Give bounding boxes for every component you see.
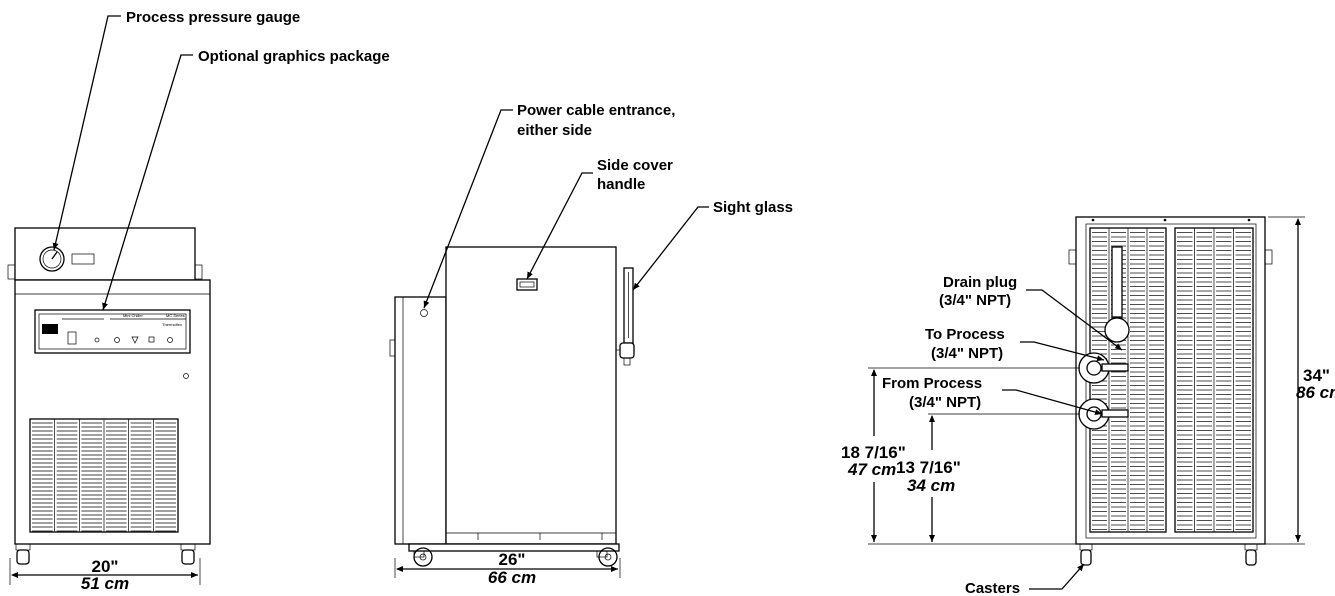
- handle-callout-leader: [526, 172, 593, 280]
- front-caster-right: [180, 543, 196, 565]
- to-callout-leader: [1020, 341, 1105, 362]
- display-window: [42, 324, 58, 334]
- gauge-label-plate: [71, 253, 95, 265]
- front-body: [14, 279, 211, 545]
- to-callout-line2: (3/4" NPT): [931, 345, 1003, 362]
- casters-callout-leader: [1029, 563, 1085, 590]
- side-body: [445, 246, 617, 545]
- side-depth-inches: 26": [499, 550, 526, 569]
- rear-height-inches: 34": [1303, 366, 1330, 385]
- front-caster-left: [15, 543, 31, 565]
- panel-series-text: MC Series: [166, 313, 185, 318]
- sight-glass-callout-label: Sight glass: [713, 199, 793, 216]
- pressure-gauge-icon: [39, 246, 65, 272]
- handle-callout-line2: handle: [597, 176, 645, 193]
- front-width-cm: 51 cm: [81, 574, 129, 593]
- side-depth-cm: 66 cm: [488, 568, 536, 587]
- rear-body: [1075, 216, 1266, 545]
- graphics-callout-leader: [102, 54, 193, 311]
- power-callout-line1: Power cable entrance,: [517, 102, 675, 119]
- panel-maker-text: Thermoflex: [162, 322, 182, 327]
- to-height-cm: 47 cm: [847, 460, 896, 479]
- to-height-inches: 18 7/16": [841, 443, 906, 462]
- drain-callout-leader: [1026, 289, 1123, 351]
- graphics-panel: Mini Chiller MC Series Thermoflex: [34, 309, 191, 354]
- from-height-cm: 34 cm: [907, 476, 955, 495]
- front-left-tab: [7, 264, 16, 280]
- drain-plug: [1104, 317, 1130, 343]
- drain-callout-line1: Drain plug: [943, 274, 1017, 291]
- side-caster-right: [596, 547, 618, 567]
- rear-caster-left: [1079, 543, 1093, 566]
- power-cable-entrance: [420, 309, 428, 317]
- indicator-5: [167, 337, 173, 343]
- power-callout-leader: [423, 109, 513, 309]
- indicator-4: [148, 336, 155, 343]
- front-grille-louvers: [32, 419, 176, 532]
- front-top-panel: [14, 227, 196, 281]
- to-callout-line1: To Process: [925, 326, 1005, 343]
- indicator-1: [94, 337, 100, 343]
- power-callout-line2: either side: [517, 122, 592, 139]
- rear-caster-right: [1244, 543, 1258, 566]
- rear-grille-right-frame: [1174, 227, 1254, 533]
- indicator-3: [131, 336, 139, 344]
- gauge-callout-label: Process pressure gauge: [126, 9, 300, 26]
- front-right-tab: [194, 264, 203, 280]
- rear-view: 34" 86 cm 18 7/16" 47 cm 13 7/16" 34 cm …: [841, 216, 1335, 596]
- front-view: Mini Chiller MC Series Thermoflex 20": [7, 9, 390, 593]
- from-callout-leader: [1002, 389, 1103, 416]
- gauge-callout-leader: [52, 15, 121, 251]
- from-process-fitting: [1078, 398, 1129, 430]
- side-caster-left: [413, 547, 433, 567]
- front-width-inches: 20": [92, 557, 119, 576]
- drain-callout-line2: (3/4" NPT): [939, 292, 1011, 309]
- casters-callout-label: Casters: [965, 580, 1020, 596]
- sight-glass: [619, 267, 635, 366]
- rear-grille-right: [1177, 228, 1251, 532]
- side-view: 26" 66 cm Power cable entrance, either s…: [389, 102, 793, 587]
- power-switch-icon: [67, 331, 77, 345]
- side-base-rail: [408, 543, 620, 552]
- rear-height-cm: 86 cm: [1296, 383, 1335, 402]
- drain-tube: [1111, 246, 1123, 318]
- graphics-callout-label: Optional graphics package: [198, 48, 390, 65]
- from-callout-line1: From Process: [882, 375, 982, 392]
- from-callout-line2: (3/4" NPT): [909, 394, 981, 411]
- front-door-latch: [183, 373, 189, 379]
- handle-callout-line1: Side cover: [597, 157, 673, 174]
- from-height-inches: 13 7/16": [896, 458, 961, 477]
- panel-brand-text: Mini Chiller: [123, 313, 143, 318]
- indicator-2: [114, 337, 120, 343]
- sight-glass-callout-leader: [632, 206, 709, 291]
